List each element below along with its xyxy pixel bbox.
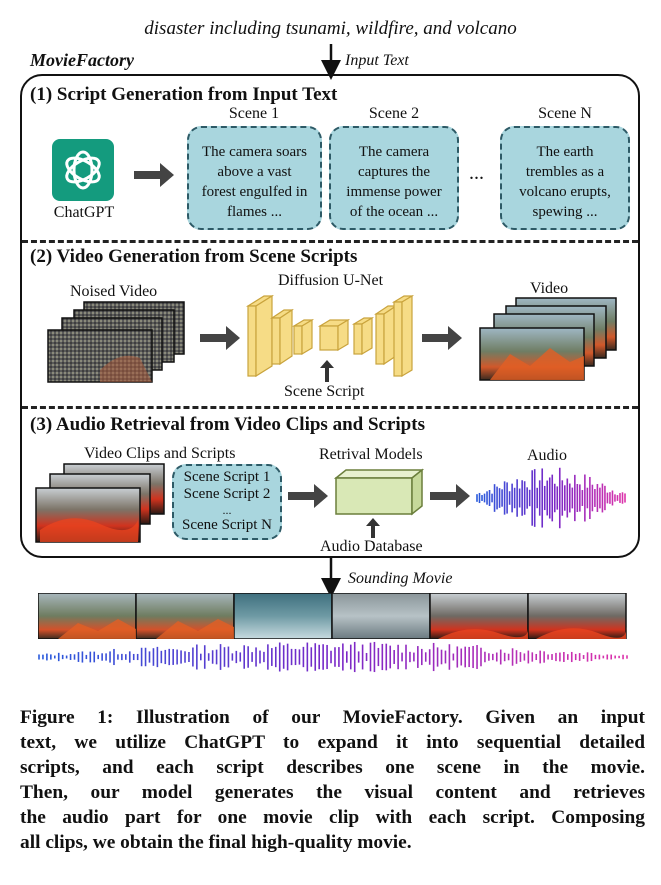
scene-line: trembles as a (525, 164, 605, 180)
clips-label: Video Clips and Scripts (84, 445, 236, 462)
scene-line: captures the (357, 164, 431, 180)
scene-script-label: Scene Script (284, 383, 365, 400)
chatgpt-to-scenes-arrow (134, 163, 174, 187)
unet-to-video-arrow (422, 326, 462, 350)
section-2-title: (2) Video Generation from Scene Scripts (30, 246, 358, 267)
noise-to-unet-arrow (200, 326, 240, 350)
script-list-item: Scene Script N (182, 517, 272, 533)
script-list-item: Scene Script 1 (183, 469, 271, 485)
video-label: Video (530, 280, 569, 297)
unet-diagram (245, 294, 414, 378)
scene-line: The camera (358, 144, 430, 160)
audio-db-up-arrow (366, 518, 380, 538)
scene-line: immense power (346, 184, 442, 200)
movie-waveform (38, 641, 628, 673)
output-video-stack (479, 297, 617, 381)
scene-1-box: The camera soars above a vast forest eng… (187, 126, 322, 230)
input-text-label: Input Text (345, 52, 409, 69)
scene-line: of the ocean ... (349, 204, 439, 220)
retrieval-label: Retrival Models (319, 446, 423, 463)
section-1-title: (1) Script Generation from Input Text (30, 84, 338, 105)
scene-1-label: Scene 1 (228, 105, 280, 122)
video-clips-stack (35, 463, 165, 543)
caption-line: the audio part for one movie clip with e… (20, 807, 645, 828)
openai-icon (65, 150, 101, 190)
pipeline-frame (20, 74, 640, 558)
scene-n-label: Scene N (538, 105, 592, 122)
scenes-ellipsis: ... (469, 162, 484, 184)
caption-line: scripts, and each script describes one s… (20, 757, 645, 778)
noised-video-label: Noised Video (70, 283, 158, 300)
clips-to-retrieval-arrow (288, 484, 328, 508)
scene-line: spewing ... (532, 204, 598, 220)
audio-label: Audio (527, 447, 567, 464)
retrieval-model-box (334, 468, 424, 516)
scene-2-label: Scene 2 (368, 105, 420, 122)
scene-2-box: The camera captures the immense power of… (329, 126, 459, 230)
scene-line: forest engulfed in (201, 184, 308, 200)
section-3-title: (3) Audio Retrieval from Video Clips and… (30, 414, 425, 435)
script-list-item: ... (222, 503, 232, 517)
system-name: MovieFactory (30, 50, 134, 70)
figure-caption: Figure 1: Illustration of our MovieFacto… (20, 705, 645, 855)
caption-line: text, we utilize ChatGPT to expand it in… (20, 732, 645, 753)
caption-line: Then, our model generates the visual con… (20, 782, 645, 803)
audio-db-label: Audio Database (320, 538, 423, 555)
audio-waveform (476, 467, 626, 529)
script-list-item: Scene Script 2 (183, 486, 271, 502)
caption-line: all clips, we obtain the final high-qual… (20, 832, 412, 853)
scene-line: flames ... (227, 204, 282, 220)
scene-line: volcano erupts, (519, 184, 611, 200)
movie-filmstrip (38, 593, 627, 639)
chatgpt-logo (52, 139, 114, 201)
retrieval-to-audio-arrow (430, 484, 470, 508)
scene-line: above a vast (217, 164, 292, 180)
caption-line: Figure 1: Illustration of our MovieFacto… (20, 707, 645, 728)
script-list-box: Scene Script 1 Scene Script 2 ... Scene … (172, 464, 282, 540)
noised-video-stack (47, 301, 185, 383)
input-prompt: disaster including tsunami, wildfire, an… (144, 18, 517, 39)
scene-script-up-arrow (320, 360, 334, 382)
scene-line: The camera soars (202, 144, 307, 160)
section-divider-1 (22, 240, 638, 243)
section-divider-2 (22, 406, 638, 409)
unet-label: Diffusion U-Net (278, 272, 384, 289)
sounding-movie-label: Sounding Movie (348, 570, 453, 587)
chatgpt-label: ChatGPT (53, 204, 115, 221)
scene-line: The earth (536, 144, 594, 160)
scene-n-box: The earth trembles as a volcano erupts, … (500, 126, 630, 230)
